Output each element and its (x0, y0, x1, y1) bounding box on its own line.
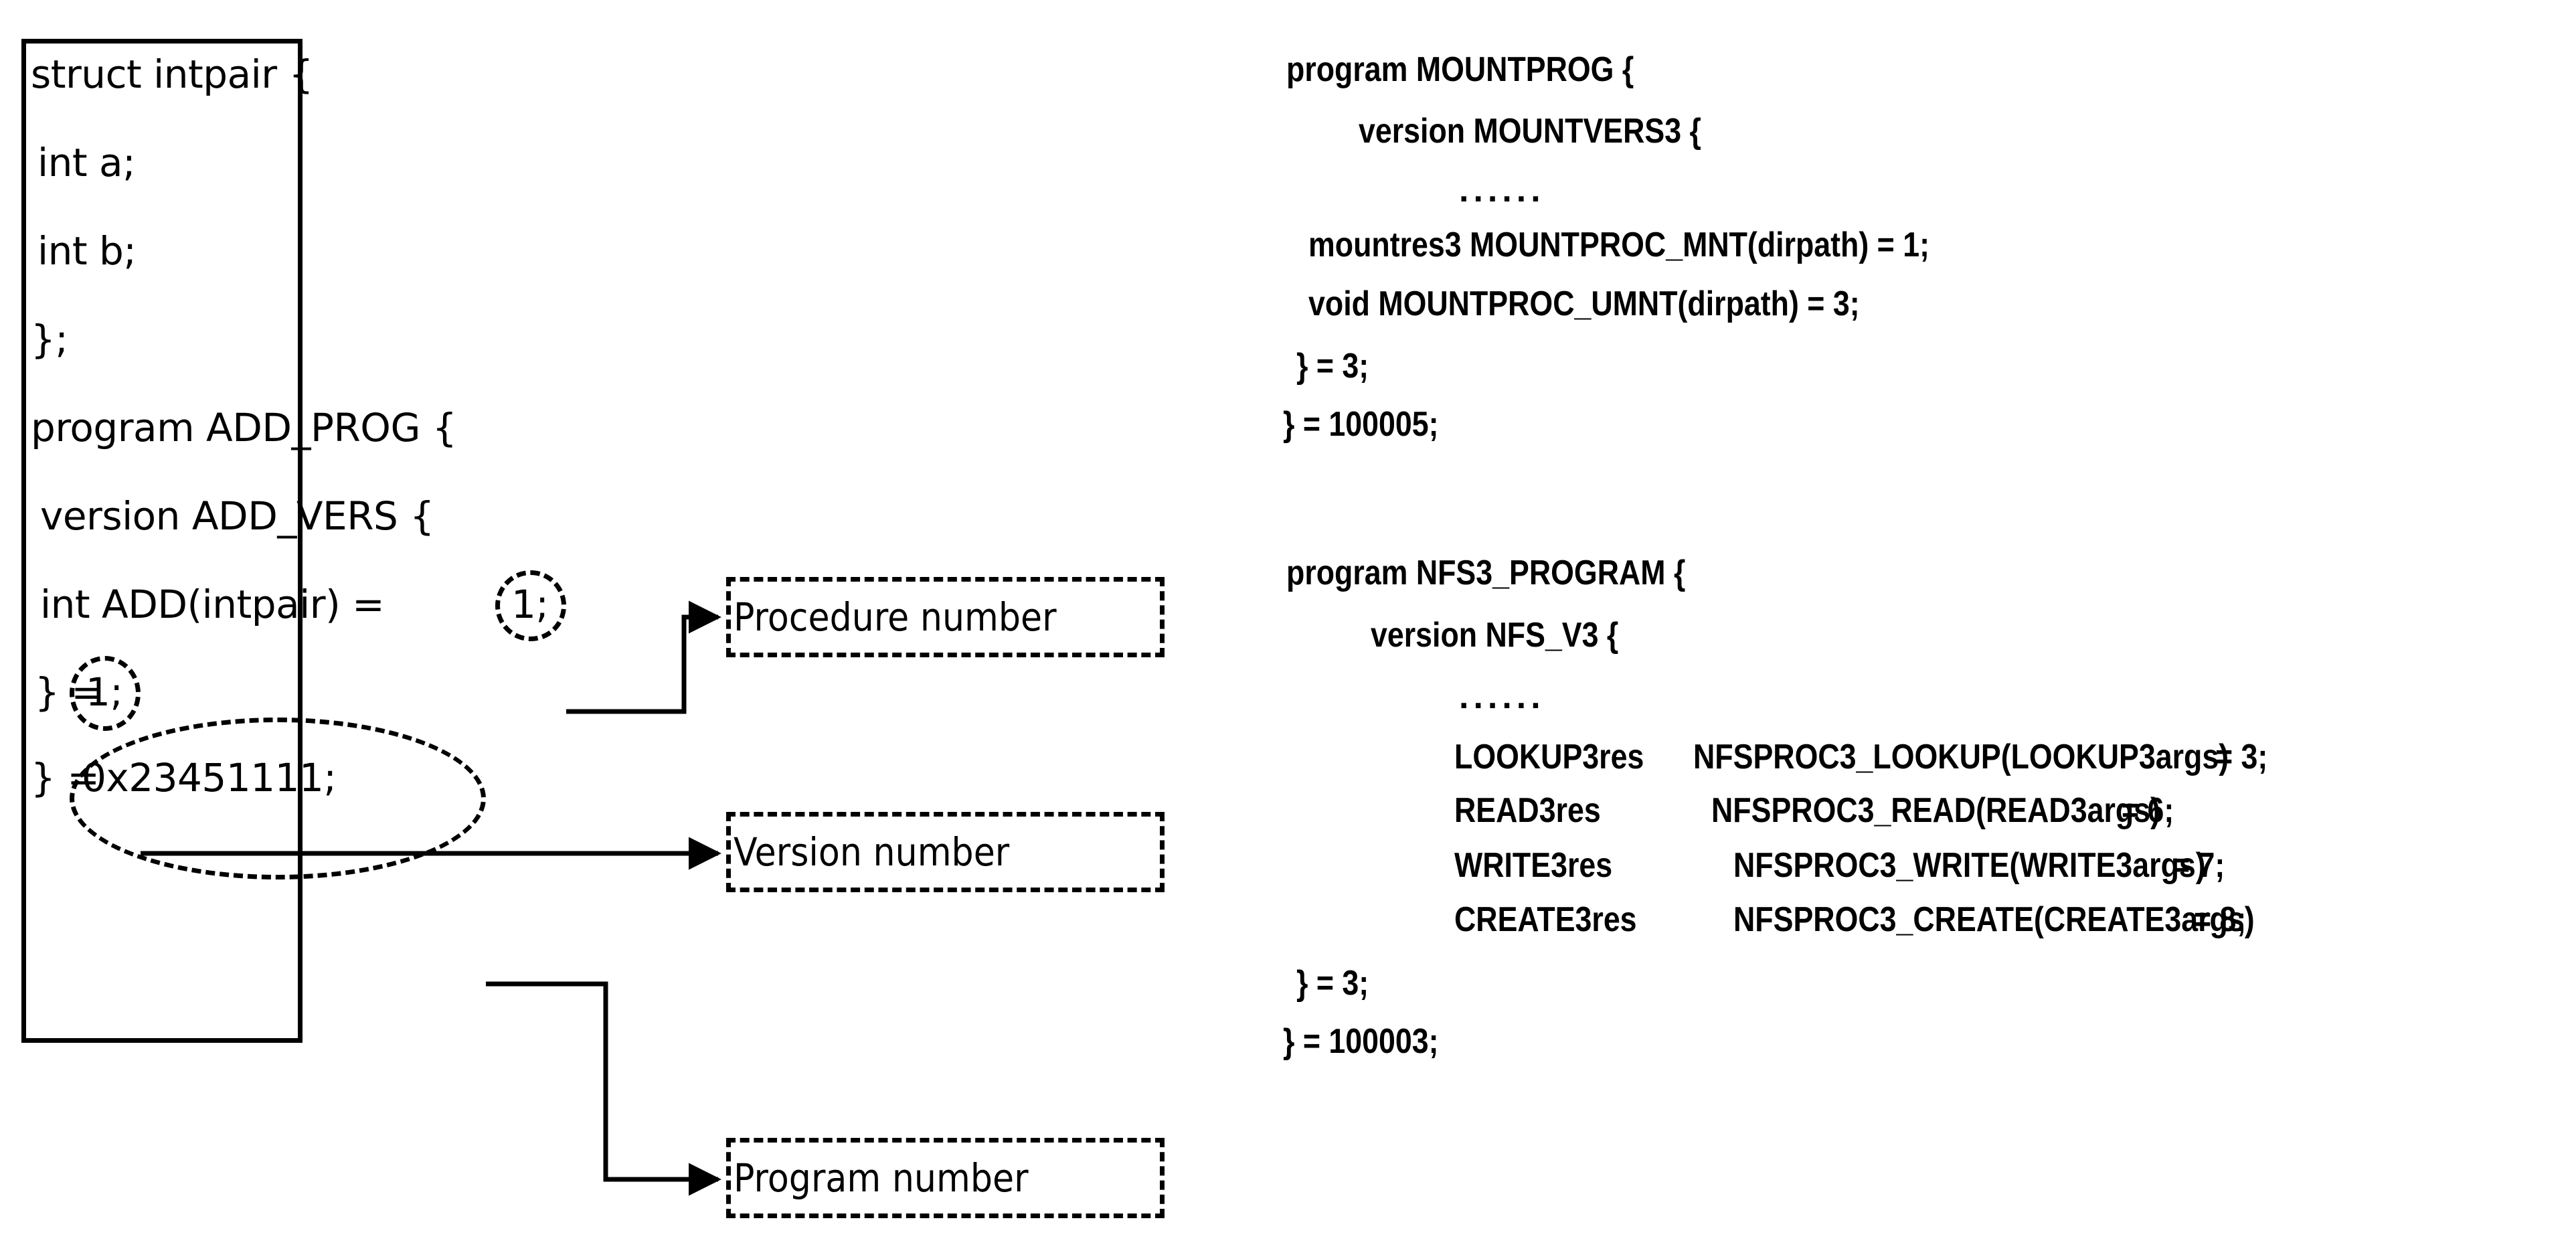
nfs-line-version-close: } = 3; (1296, 964, 1369, 1003)
connector-procedure-number (566, 600, 721, 714)
nfs-procedure-read-result: READ3res (1454, 791, 1601, 830)
nfs-procedure-write-result: WRITE3res (1454, 846, 1613, 885)
nfs-procedure-create-result: CREATE3res (1454, 900, 1637, 939)
left-code-line-program-open: program ADD_PROG { (31, 405, 457, 450)
left-code-line-int-b: int b; (37, 228, 137, 274)
nfs-line-program-open: program NFS3_PROGRAM { (1286, 554, 1686, 592)
nfs-procedure-read-number: = 6; (2122, 791, 2174, 830)
nfs-procedure-create-number: = 8; (2194, 900, 2247, 939)
nfs-line-program-close: } = 100003; (1283, 1022, 1439, 1061)
left-code-line-int-a: int a; (37, 140, 136, 185)
left-code-line-struct-open: struct intpair { (31, 52, 313, 97)
callout-version-number: Version number (726, 812, 1165, 892)
left-code-line-procedure-add: int ADD(intpair) = (40, 582, 385, 627)
program-number-highlight-ring (70, 718, 486, 879)
mount-line-ellipsis: ...... (1459, 171, 1545, 210)
callout-procedure-number-label: Procedure number (734, 594, 1057, 640)
nfs-procedure-create-signature: NFSPROC3_CREATE(CREATE3args) (1733, 900, 2255, 939)
mount-line-version-close: } = 3; (1296, 347, 1369, 386)
callout-program-number: Program number (726, 1138, 1165, 1218)
mount-line-version-open: version MOUNTVERS3 { (1359, 112, 1701, 151)
mount-procedure-mnt: mountres3 MOUNTPROC_MNT(dirpath) = 1; (1308, 226, 1929, 264)
nfs-procedure-lookup-number: = 3; (2215, 738, 2268, 776)
nfs-line-ellipsis: ...... (1459, 677, 1545, 716)
left-code-line-version-open: version ADD_VERS { (40, 493, 434, 539)
mount-line-program-close: } = 100005; (1283, 405, 1439, 444)
connector-program-number (486, 981, 721, 1196)
procedure-number-highlight-ring (495, 570, 566, 641)
nfs-procedure-read-signature: NFSPROC3_READ(READ3args) (1711, 791, 2160, 830)
callout-program-number-label: Program number (734, 1155, 1029, 1201)
callout-procedure-number: Procedure number (726, 577, 1165, 657)
nfs-line-version-open: version NFS_V3 { (1371, 616, 1619, 655)
version-number-highlight-ring (70, 656, 141, 731)
callout-version-number-label: Version number (734, 829, 1010, 875)
mount-procedure-umnt: void MOUNTPROC_UMNT(dirpath) = 3; (1308, 284, 1860, 323)
left-code-line-struct-close: }; (31, 317, 68, 362)
nfs-procedure-lookup-signature: NFSPROC3_LOOKUP(LOOKUP3args) (1693, 738, 2229, 776)
nfs-procedure-write-number: = 7; (2172, 846, 2225, 885)
nfs-procedure-write-signature: NFSPROC3_WRITE(WRITE3args) (1733, 846, 2206, 885)
rpc-idl-example-box (21, 39, 303, 1043)
nfs-procedure-lookup-result: LOOKUP3res (1454, 738, 1644, 776)
mount-line-program-open: program MOUNTPROG { (1286, 50, 1634, 89)
